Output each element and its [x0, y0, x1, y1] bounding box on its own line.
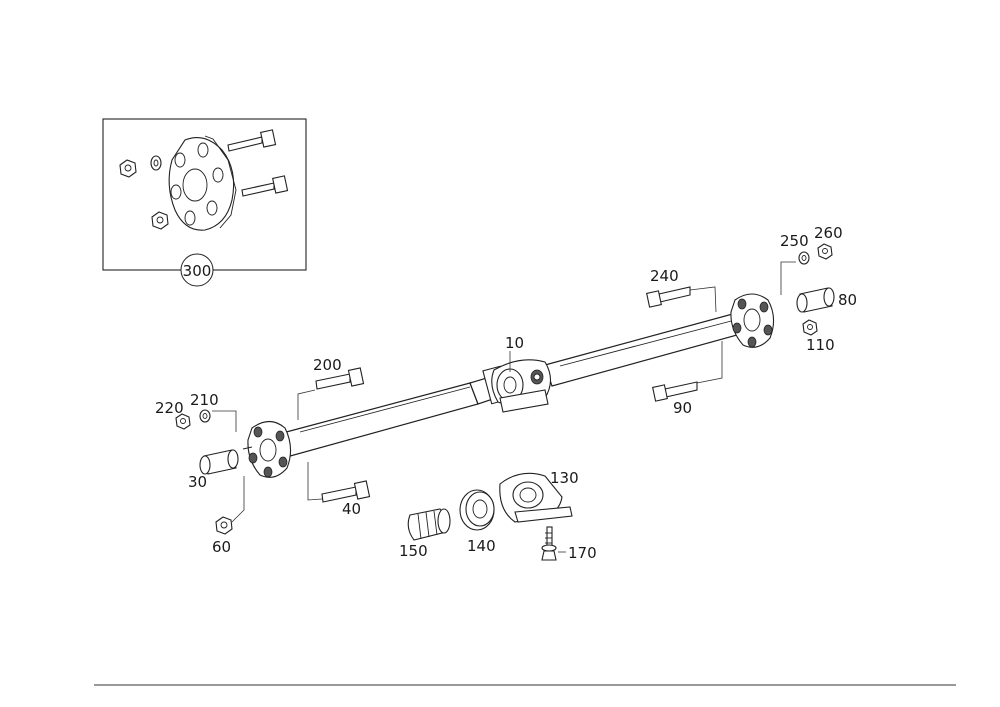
- inset-nut-upper: [119, 159, 137, 178]
- callout-260: 260: [814, 224, 843, 242]
- inset-nut-lower: [151, 211, 169, 230]
- bolt-40: [307, 462, 371, 503]
- nut-260: [817, 243, 833, 260]
- callout-110: 110: [806, 336, 835, 354]
- bolt-240: [646, 286, 717, 313]
- callout-210: 210: [190, 391, 219, 409]
- callout-150: 150: [399, 542, 428, 560]
- rear-flex-disc: [730, 293, 775, 348]
- nut-220: [175, 413, 191, 430]
- callout-220: 220: [155, 399, 184, 417]
- nut-110: [802, 319, 818, 336]
- callout-60: 60: [212, 538, 231, 556]
- callout-90: 90: [673, 399, 692, 417]
- callout-170: 170: [568, 544, 597, 562]
- propeller-shaft: [274, 311, 749, 459]
- callout-circle-300: [180, 253, 214, 287]
- inset-bolt-lower: [241, 175, 289, 197]
- callout-30: 30: [188, 473, 207, 491]
- washer-210: [199, 409, 237, 432]
- callout-240: 240: [650, 267, 679, 285]
- callout-250: 250: [780, 232, 809, 250]
- callout-200: 200: [313, 356, 342, 374]
- boot-150: [407, 508, 451, 541]
- callout-300: 300: [183, 262, 212, 280]
- sleeve-80: [796, 287, 835, 313]
- bolt-200: [297, 367, 365, 420]
- sleeve-30: [199, 449, 239, 475]
- bolt-90: [652, 341, 723, 402]
- front-flex-disc: [242, 420, 292, 478]
- inset-kit-300: 300: [102, 118, 307, 287]
- bolt-170: [541, 526, 566, 561]
- center-bearing-assembly: [491, 359, 552, 413]
- callout-10: 10: [505, 334, 524, 352]
- bearing-140: [459, 489, 495, 531]
- callout-130: 130: [550, 469, 579, 487]
- inset-flex-disc: [168, 135, 237, 231]
- callout-40: 40: [342, 500, 361, 518]
- callout-80: 80: [838, 291, 857, 309]
- callout-140: 140: [467, 537, 496, 555]
- bearing-bracket-130: [499, 472, 573, 523]
- washer-250: [780, 251, 810, 295]
- inset-bolt-upper: [227, 129, 277, 152]
- nut-60: [215, 476, 245, 535]
